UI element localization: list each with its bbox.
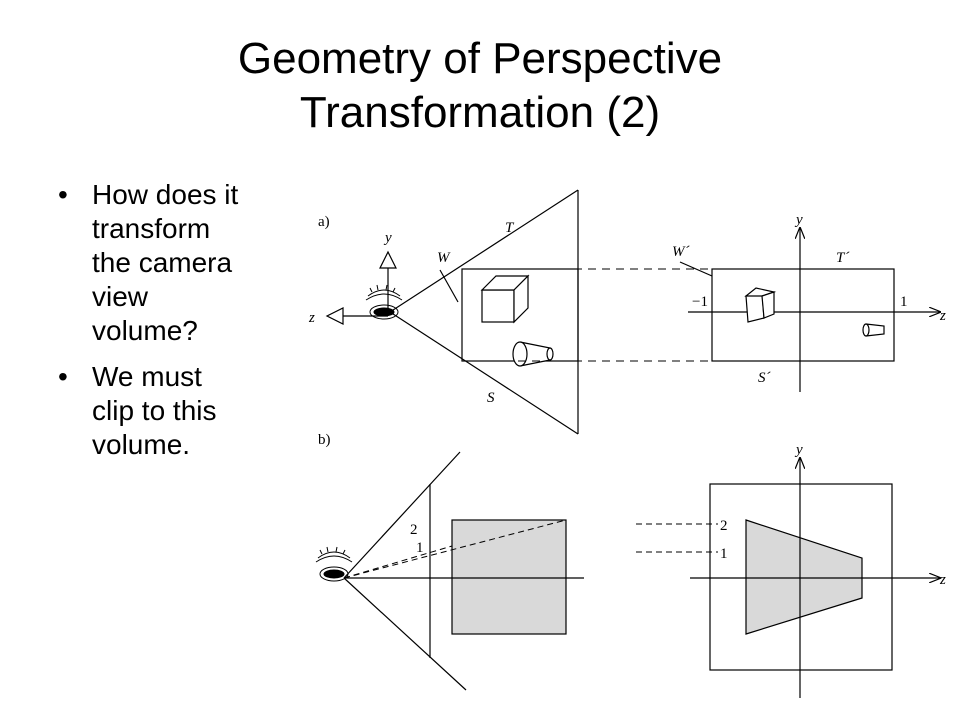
axis-y-label: y [383,230,392,246]
label-S-prime: S´ [758,370,772,386]
depth-label-2-right: 2 [720,518,728,534]
label-T-prime: T´ [836,250,850,266]
bullet-item: • How does it transform the camera view … [58,178,298,348]
bullet-line: clip to this [92,395,217,426]
axis-y-label-b-right: y [794,442,803,458]
tick-one: 1 [900,294,908,310]
cone-object [512,341,554,367]
axis-z-label-a-right: z [939,308,946,324]
bullet-line: transform [92,213,211,244]
transformed-cube [744,287,777,323]
title-line-1: Geometry of Perspective [237,34,723,83]
bullet-line: view [92,281,149,312]
bullet-line: We must [92,361,202,392]
axis-y-label-a-right: y [794,212,803,228]
frustum-b [343,451,584,691]
title-line-2: Transformation (2) [299,88,661,137]
axes-b-right [690,458,940,698]
transformed-cone [862,323,885,337]
clip-region-b-right [745,519,863,635]
tick-minus-one: −1 [692,294,708,310]
ray-label-1-left: 1 [416,540,424,556]
cube-object [480,274,530,324]
bullet-line: How does it [92,179,239,210]
panel-b-label: b) [318,432,331,448]
slide-title: Geometry of Perspective Transformation (… [0,32,960,140]
canonical-volume-a [679,228,940,392]
axis-z-label: z [308,310,315,326]
canonical-volume-b [709,483,893,671]
ray-label-2-left: 2 [410,522,418,538]
depth-rays-b [343,519,567,579]
bullet-marker: • [58,179,68,210]
axis-z-label-b-right: z [939,572,946,588]
bullet-item: • We must clip to this volume. [58,360,298,462]
eye-icon-b [315,546,353,582]
camera-axes [325,250,397,325]
label-T: T [505,220,515,236]
eye-icon [365,284,403,320]
label-W-prime: W´ [672,244,690,260]
label-W: W [437,250,451,266]
depth-label-1-right: 1 [720,546,728,562]
panel-a-label: a) [318,214,330,230]
bullet-line: volume? [92,315,198,346]
bullet-line: the camera [92,247,233,278]
bullet-list: • How does it transform the camera view … [58,178,298,474]
bullet-line: volume. [92,429,191,460]
bullet-marker: • [58,361,68,392]
clip-region-b-left [451,519,567,635]
depth-dashes-b-right [636,523,718,553]
label-S: S [487,390,495,406]
